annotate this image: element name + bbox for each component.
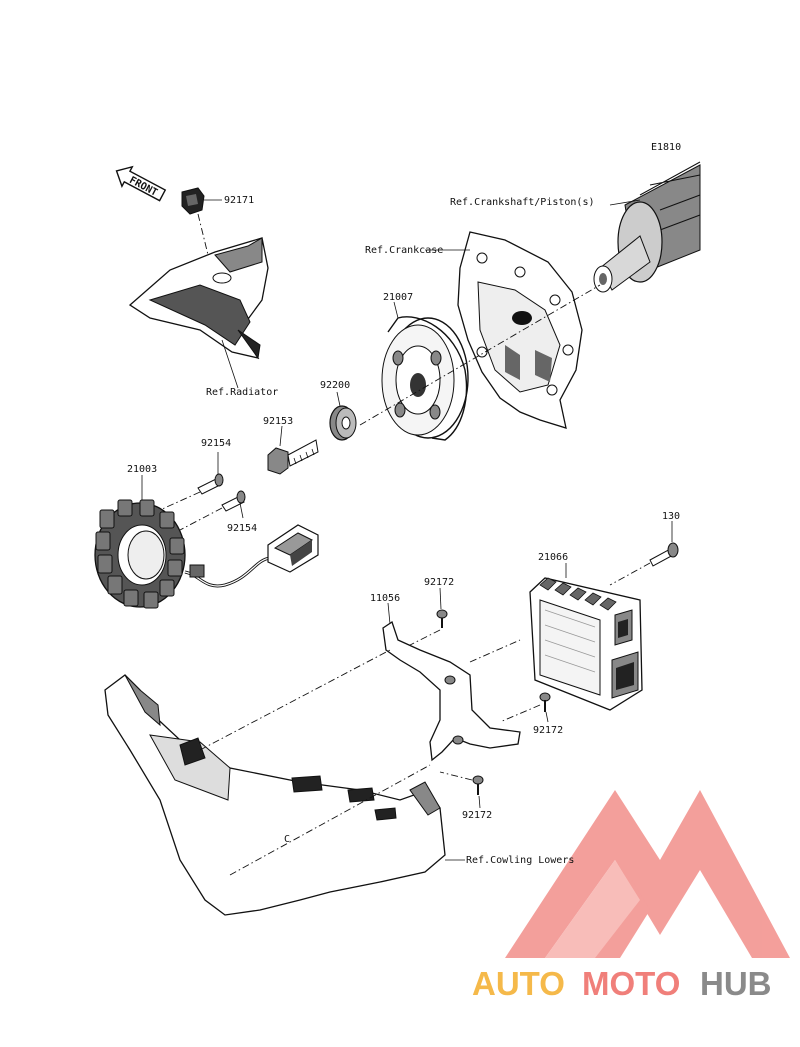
- ref-radiator: Ref.Radiator: [206, 387, 278, 398]
- part-label-92172-c: 92172: [462, 810, 492, 821]
- bolt-92153: [267, 425, 319, 475]
- part-label-92172-b: 92172: [533, 725, 563, 736]
- ref-crankshaft: Ref.Crankshaft/Piston(s): [450, 197, 595, 208]
- part-label-130: 130: [662, 511, 680, 522]
- part-label-21066: 21066: [538, 552, 568, 563]
- front-arrow-icon: FRONT: [115, 165, 167, 202]
- part-label-92172-a: 92172: [424, 577, 454, 588]
- crankshaft: [593, 161, 701, 293]
- flywheel-21007: [381, 301, 469, 441]
- bolt-130: [609, 521, 679, 586]
- washer-92200: [329, 391, 357, 441]
- watermark-moto: MOTO: [582, 965, 680, 1002]
- part-label-92153: 92153: [263, 416, 293, 427]
- watermark-auto: AUTO: [472, 965, 565, 1002]
- regulator-21066: [529, 563, 643, 711]
- bolt-92172-c: [439, 771, 484, 809]
- part-label-21003: 21003: [127, 464, 157, 475]
- bracket-11056: [382, 602, 521, 762]
- part-label-92171: 92171: [224, 195, 254, 206]
- cowling-lower: C: [104, 649, 465, 916]
- part-label-92154-lower: 92154: [227, 523, 257, 534]
- watermark-logo: [505, 790, 790, 958]
- stator-21003: [94, 475, 319, 609]
- svg-text:C: C: [284, 834, 290, 845]
- part-label-21007: 21007: [383, 292, 413, 303]
- ref-crankcase: Ref.Crankcase: [365, 245, 443, 256]
- ref-cowling: Ref.Cowling Lowers: [466, 855, 574, 866]
- part-label-92200: 92200: [320, 380, 350, 391]
- bolt-92172-b: [499, 692, 551, 723]
- watermark-hub: HUB: [700, 965, 772, 1002]
- bolt-92154-lower: [179, 490, 246, 531]
- part-label-92154-upper: 92154: [201, 438, 231, 449]
- diagram-id: E1810: [651, 142, 681, 153]
- bolt-92154-upper: [159, 452, 224, 511]
- watermark-text: AUTO MOTO HUB: [472, 965, 772, 1002]
- part-label-11056: 11056: [370, 593, 400, 604]
- radiator-bracket: [128, 237, 269, 389]
- crankcase-cover: [425, 231, 583, 429]
- bolt-92172-a: [399, 587, 448, 651]
- axis-line: [359, 284, 601, 426]
